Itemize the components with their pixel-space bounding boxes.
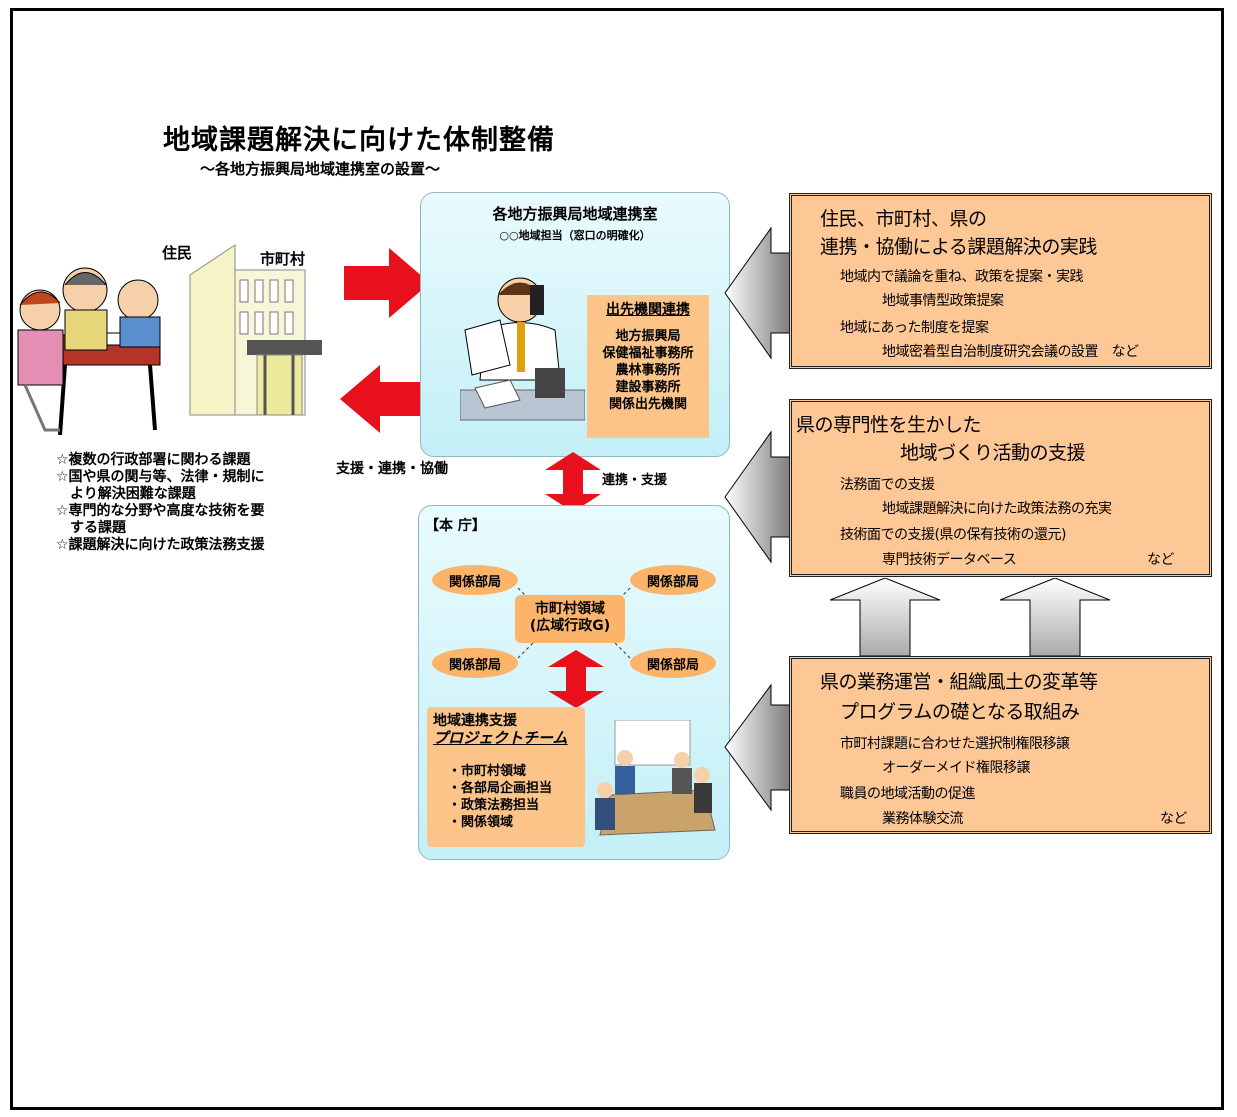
box3-line3: 職員の地域活動の促進	[840, 786, 976, 802]
vertical-double-arrow-2	[548, 650, 604, 708]
box1-line2: 地域事情型政策提案	[882, 293, 1004, 309]
dept-ellipse-top-right: 関係部局	[630, 565, 716, 595]
left-red-arrow	[340, 365, 420, 433]
vertical-double-arrow	[545, 452, 601, 512]
box1-heading-line1: 住民、市町村、県の	[820, 208, 987, 230]
branch-list: 地方振興局 保健福祉事務所 農林事務所 建設事務所 関係出先機関	[587, 328, 709, 413]
support-cooperation-label: 支援・連携・協働	[336, 461, 448, 477]
diagram-frame	[10, 8, 1224, 1110]
residents-illustration	[17, 267, 161, 436]
issue-item: ☆専門的な分野や高度な技術を要	[56, 503, 265, 519]
regional-office-subtitle: ○○地域担当（窓口の明確化）	[499, 229, 651, 242]
municipal-domain-label: 市町村領域 (広域行政G)	[515, 601, 625, 635]
branch-item: 地方振興局	[615, 329, 681, 344]
box2-line4: 専門技術データベース	[882, 552, 1017, 568]
meeting-illustration	[595, 720, 716, 836]
box1-line1: 地域内で議論を重ね、政策を提案・実践	[840, 269, 1084, 285]
box3-heading-line2: プログラムの礎となる取組み	[840, 701, 1080, 723]
diagram-title: 地域課題解決に向けた体制整備	[163, 125, 555, 156]
up-hollow-arrow-1	[830, 578, 940, 656]
issue-item: より解決困難な課題	[56, 486, 196, 502]
box2-line3: 技術面での支援(県の保有技術の還元)	[840, 527, 1066, 543]
issue-item: ☆課題解決に向けた政策法務支援	[56, 537, 265, 553]
left-hollow-arrow-2	[724, 430, 793, 564]
organizational-reform-box: 県の業務運営・組織風土の変革等 プログラムの礎となる取組み 市町村課題に合わせた…	[789, 656, 1212, 834]
municipality-building-illustration	[189, 244, 322, 416]
project-team-item: ・市町村領域	[448, 764, 527, 779]
regional-office-title: 各地方振興局地域連携室	[492, 205, 658, 223]
expertise-support-box: 県の専門性を生かした 地域づくり活動の支援 法務面での支援 地域課題解決に向けた…	[789, 399, 1212, 577]
box3-heading-line1: 県の業務運営・組織風土の変革等	[820, 671, 1098, 693]
project-team-title-line2: プロジェクトチーム	[433, 729, 568, 747]
dept-label: 関係部局	[646, 574, 699, 590]
dept-ellipse-bottom-right: 関係部局	[630, 648, 716, 678]
municipal-domain-line2: (広域行政G)	[529, 618, 611, 634]
box2-line2: 地域課題解決に向けた政策法務の充実	[882, 501, 1112, 517]
box2-heading-line1: 県の専門性を生かした	[796, 414, 982, 436]
branch-item: 農林事務所	[615, 363, 681, 378]
box1-line3: 地域にあった制度を提案	[840, 320, 989, 336]
issue-item: する課題	[56, 520, 126, 536]
left-hollow-arrow-1	[724, 226, 793, 360]
right-red-arrow	[344, 248, 430, 318]
municipality-label: 市町村	[260, 250, 306, 268]
dept-ellipse-top-left: 関係部局	[432, 565, 518, 595]
box3-line1: 市町村課題に合わせた選択制権限移譲	[840, 736, 1070, 752]
municipal-domain-box	[515, 595, 625, 643]
project-team-list: ・市町村領域 ・各部局企画担当 ・政策法務担当 ・関係領域	[448, 763, 552, 831]
box2-heading-line2: 地域づくり活動の支援	[900, 442, 1086, 464]
project-team-box	[427, 707, 585, 847]
box2-etc: など	[1147, 552, 1175, 568]
issue-item: ☆国や県の関与等、法律・規制に	[56, 469, 265, 485]
project-team-item: ・各部局企画担当	[448, 781, 553, 796]
project-team-title-line1: 地域連携支援	[433, 713, 517, 729]
box3-etc: など	[1160, 811, 1188, 827]
issue-item: ☆複数の行政部署に関わる課題	[56, 452, 251, 468]
branch-item: 建設事務所	[615, 380, 681, 395]
box2-line1: 法務面での支援	[840, 477, 935, 493]
headquarters-label: 【本 庁】	[425, 518, 486, 534]
issues-list: ☆複数の行政部署に関わる課題 ☆国や県の関与等、法律・規制に より解決困難な課題…	[56, 452, 265, 554]
box1-line4: 地域密着型自治制度研究会議の設置 など	[882, 344, 1139, 360]
branch-item: 保健福祉事務所	[602, 346, 694, 361]
collaboration-practice-box: 住民、市町村、県の 連携・協働による課題解決の実践 地域内で議論を重ね、政策を提…	[789, 193, 1212, 369]
branch-item: 関係出先機関	[608, 397, 687, 412]
link-support-label: 連携・支援	[602, 473, 668, 488]
office-worker-illustration	[460, 277, 585, 421]
box1-heading-line2: 連携・協働による課題解決の実践	[820, 236, 1097, 258]
box3-line4: 業務体験交流	[882, 811, 964, 827]
municipal-domain-line1: 市町村領域	[535, 601, 605, 617]
dept-label: 関係部局	[448, 657, 501, 673]
project-team-item: ・関係領域	[448, 815, 514, 830]
left-hollow-arrow-3	[724, 683, 793, 812]
residents-label: 住民	[162, 244, 193, 262]
up-hollow-arrow-2	[1000, 578, 1110, 656]
diagram-subtitle: ～各地方振興局地域連携室の設置～	[200, 160, 441, 178]
project-team-item: ・政策法務担当	[448, 798, 540, 813]
branch-coordination-title: 出先機関連携	[606, 302, 690, 318]
box3-line2: オーダーメイド権限移譲	[882, 760, 1030, 776]
dept-label: 関係部局	[448, 574, 501, 590]
branch-coordination-box	[587, 295, 709, 438]
project-team-title: 地域連携支援 プロジェクトチーム	[433, 713, 568, 747]
dept-ellipse-bottom-left: 関係部局	[432, 648, 518, 678]
dept-label: 関係部局	[646, 657, 699, 673]
